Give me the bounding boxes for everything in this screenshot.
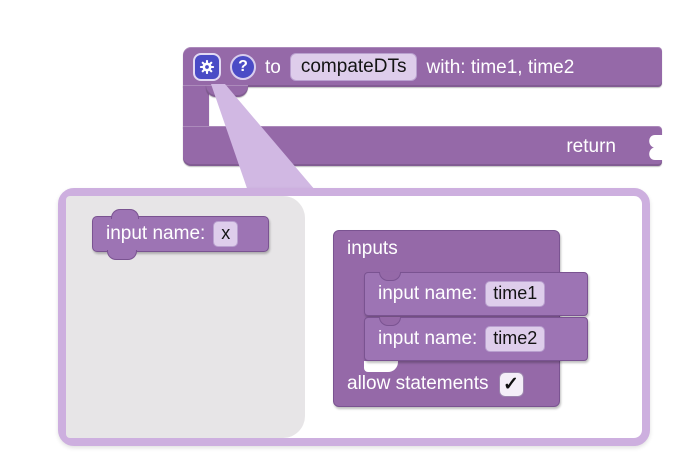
flyout-input-name-block[interactable]: input name: x — [92, 209, 269, 260]
input-name-field-time1[interactable]: time1 — [485, 281, 546, 307]
checkmark-icon: ✓ — [503, 373, 519, 395]
inputs-title: inputs — [347, 238, 398, 259]
mutator-gear-button[interactable] — [193, 53, 221, 81]
input-name-block-time2[interactable]: input name: time2 — [364, 317, 588, 361]
statement-socket-mouth — [364, 361, 398, 372]
flyout-input-name-field[interactable]: x — [213, 221, 239, 247]
question-mark-icon: ? — [238, 58, 248, 75]
input-name-label: input name: — [378, 283, 478, 304]
statement-notch — [206, 85, 248, 97]
mutator-bubble: input name: x inputs input name: time1 i… — [58, 188, 650, 446]
input-name-field-time2[interactable]: time2 — [485, 326, 546, 352]
procedure-block-spine — [183, 85, 209, 128]
gear-icon — [198, 58, 216, 76]
procedure-block-return-row[interactable]: return — [183, 126, 662, 166]
allow-statements-row: allow statements ✓ — [347, 370, 524, 398]
allow-statements-checkbox[interactable]: ✓ — [498, 371, 524, 397]
to-label: to — [265, 56, 281, 78]
input-name-label: input name: — [378, 328, 478, 349]
return-label: return — [566, 135, 616, 157]
input-name-block-time1[interactable]: input name: time1 — [364, 272, 588, 316]
return-value-socket[interactable] — [644, 133, 664, 165]
procedure-name-field[interactable]: compateDTs — [289, 52, 418, 82]
allow-statements-label: allow statements — [347, 373, 489, 394]
help-button[interactable]: ? — [230, 54, 256, 80]
params-label: with: time1, time2 — [426, 56, 575, 78]
procedure-block-header[interactable]: ? to compateDTs with: time1, time2 — [183, 47, 662, 87]
flyout-input-name-label: input name: — [106, 223, 206, 244]
